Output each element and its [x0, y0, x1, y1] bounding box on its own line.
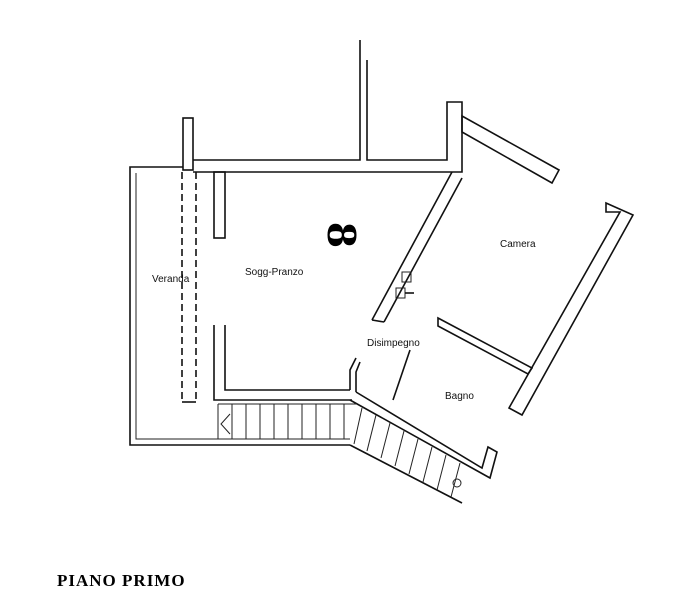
plan-mark: 8 — [319, 222, 364, 248]
room-label-bedroom: Camera — [500, 239, 536, 250]
room-label-living: Sogg-Pranzo — [245, 267, 304, 278]
veranda-partition — [181, 172, 197, 403]
upper-wall — [182, 40, 463, 173]
room-label-veranda: Veranda — [152, 274, 190, 285]
room-label-bathroom: Bagno — [445, 391, 474, 402]
veranda-perimeter — [129, 166, 350, 446]
bedroom-bath-partition — [437, 316, 534, 376]
inner-stubs — [213, 171, 352, 401]
upper-right-wing — [461, 114, 561, 185]
room-label-hallway: Disimpegno — [367, 338, 420, 349]
staircase — [217, 391, 498, 504]
hallway-walls — [349, 349, 411, 401]
bedroom-exterior-wall — [507, 201, 635, 417]
diagonal-wall-living — [371, 171, 463, 323]
floor-title: PIANO PRIMO — [57, 571, 186, 590]
